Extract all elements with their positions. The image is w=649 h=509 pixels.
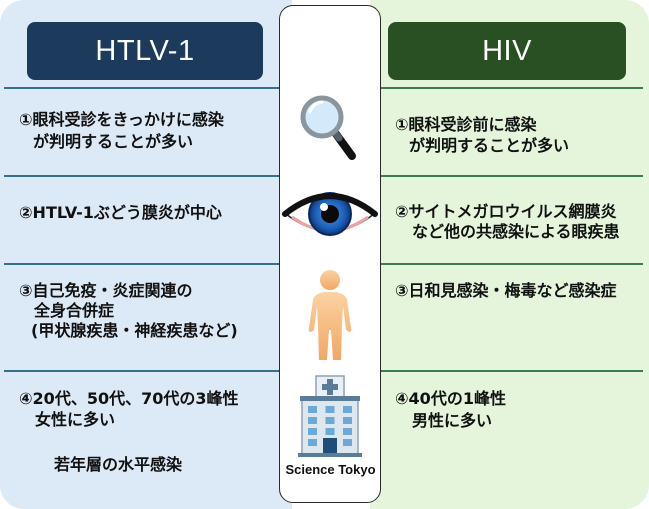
hiv-item-4-line-2: 男性に多い — [412, 411, 493, 430]
htlv1-item-3-line-1: ③自己免疫・炎症関連の — [19, 281, 193, 300]
brand-label: Science Tokyo — [285, 462, 376, 477]
row-divider — [381, 263, 643, 265]
row-divider — [4, 370, 280, 372]
htlv1-item-1-line-1: ①眼科受診をきっかけに感染 — [19, 110, 224, 129]
hiv-item-3-line-1: ③日和見感染・梅毒など感染症 — [395, 281, 617, 300]
human-body-icon — [308, 270, 352, 360]
htlv1-item-3-line-3: (甲状腺疾患・神経疾患など) — [31, 321, 238, 340]
htlv1-header: HTLV-1 — [27, 22, 263, 80]
hiv-header: HIV — [388, 22, 626, 80]
htlv1-item-1-line-2: が判明することが多い — [33, 132, 194, 151]
row-divider — [4, 87, 280, 89]
magnifier-icon — [300, 95, 356, 160]
htlv1-item-2-line-1: ②HTLV-1ぶどう膜炎が中心 — [19, 203, 222, 222]
row-divider — [381, 370, 643, 372]
row-divider — [4, 263, 280, 265]
hospital-icon — [298, 375, 362, 457]
htlv1-panel — [0, 0, 292, 509]
hiv-item-4-line-1: ④40代の1峰性 — [395, 389, 506, 408]
eye-icon — [282, 192, 378, 236]
hiv-item-2-line-2: など他の共感染による眼疾患 — [412, 222, 620, 241]
hiv-panel — [370, 0, 649, 509]
row-divider — [381, 175, 643, 177]
htlv1-item-3-line-2: 全身合併症 — [34, 301, 115, 320]
hiv-item-1-line-2: が判明することが多い — [409, 136, 570, 155]
hiv-item-2-line-1: ②サイトメガロウイルス網膜炎 — [395, 202, 617, 221]
htlv1-item-4-line-1: ④20代、50代、70代の3峰性 — [19, 389, 239, 408]
htlv1-item-4-note: 若年層の水平感染 — [54, 455, 183, 474]
row-divider — [4, 175, 280, 177]
row-divider — [381, 87, 643, 89]
htlv1-item-4-line-2: 女性に多い — [35, 410, 116, 429]
hiv-item-1-line-1: ①眼科受診前に感染 — [395, 115, 537, 134]
